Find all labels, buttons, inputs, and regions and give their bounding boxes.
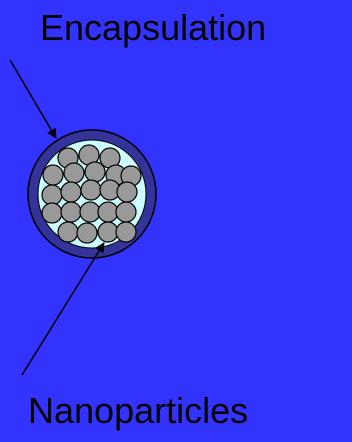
nanoparticle — [116, 202, 136, 222]
nanoparticle — [116, 222, 136, 242]
nanoparticle — [42, 185, 62, 205]
nanoparticle — [98, 222, 118, 242]
capsule — [28, 130, 156, 258]
nanoparticle — [81, 180, 101, 200]
nanoparticle — [61, 202, 81, 222]
encapsulation-arrow — [10, 60, 56, 138]
nanoparticle — [61, 182, 81, 202]
nanoparticle — [98, 202, 118, 222]
nanoparticle — [43, 165, 63, 185]
nanoparticle — [42, 203, 62, 223]
nanoparticles-arrow — [22, 243, 104, 375]
nanoparticle — [58, 222, 78, 242]
nanoparticle — [77, 223, 97, 243]
nanoparticle — [117, 182, 137, 202]
nanoparticle — [64, 163, 84, 183]
nanoparticle — [80, 202, 100, 222]
nanoparticle — [85, 162, 105, 182]
